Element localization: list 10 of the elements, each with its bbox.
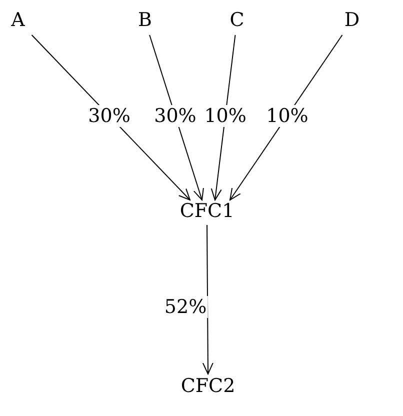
edge-label: 52%	[163, 296, 208, 318]
edge-label: 30%	[153, 104, 198, 127]
node-label: D	[340, 8, 364, 32]
node-label: B	[133, 8, 157, 32]
node-label: C	[225, 8, 249, 32]
edge-label: 10%	[265, 104, 310, 127]
node-label: CFC2	[177, 374, 239, 398]
node-label: A	[6, 8, 30, 32]
edge-label: 30%	[87, 104, 132, 127]
node-label: CFC1	[176, 199, 238, 223]
